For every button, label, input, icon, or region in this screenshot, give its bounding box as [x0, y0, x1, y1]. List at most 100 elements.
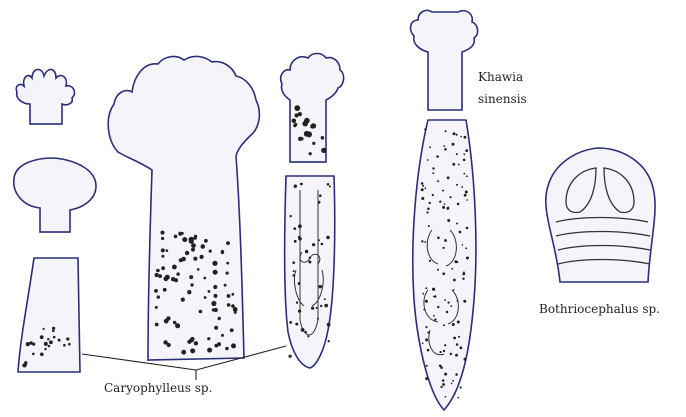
gland-dot	[294, 123, 297, 126]
gland-dot	[32, 353, 35, 356]
gland-dot	[447, 219, 450, 222]
gland-dot	[155, 323, 159, 327]
gland-dot	[289, 355, 292, 358]
gland-dot	[452, 143, 455, 146]
gland-dot	[434, 318, 436, 320]
gland-dot	[47, 338, 49, 340]
gland-dot	[443, 247, 445, 249]
gland-dot	[311, 123, 316, 128]
gland-dot	[442, 190, 444, 192]
gland-dot	[52, 327, 55, 330]
gland-dot	[203, 277, 206, 280]
gland-dot	[453, 132, 456, 135]
gland-dot	[450, 196, 452, 198]
gland-dot	[427, 331, 429, 333]
gland-dot	[459, 231, 462, 234]
gland-dot	[161, 231, 165, 235]
gland-dot	[465, 191, 468, 194]
gland-dot	[317, 318, 319, 320]
gland-dot	[456, 223, 458, 225]
gland-dot	[199, 310, 203, 314]
gland-dot	[319, 285, 322, 288]
gland-dot	[466, 257, 469, 260]
gland-dot	[40, 335, 44, 339]
gland-dot	[25, 364, 28, 367]
gland-dot	[429, 202, 431, 204]
gland-dot	[290, 215, 292, 217]
gland-dot	[453, 337, 456, 340]
gland-dot	[296, 301, 298, 303]
gland-dot	[466, 227, 469, 230]
gland-dot	[454, 260, 457, 263]
gland-dot	[214, 344, 218, 348]
gland-dot	[201, 244, 206, 249]
gland-dot	[463, 173, 465, 175]
gland-dot	[66, 337, 69, 340]
gland-dot	[163, 288, 167, 292]
gland-dot	[456, 153, 458, 155]
gland-dot	[432, 172, 434, 174]
gland-dot	[321, 243, 324, 246]
gland-dot	[48, 345, 51, 348]
gland-dot	[443, 145, 445, 147]
gland-dot	[444, 148, 447, 151]
gland-dot	[455, 354, 458, 357]
gland-dot	[440, 366, 443, 369]
gland-dot	[421, 240, 423, 242]
gland-dot	[445, 130, 447, 132]
gland-dot	[190, 348, 195, 353]
gland-dot	[442, 272, 445, 275]
gland-dot	[154, 289, 158, 293]
gland-dot	[466, 199, 468, 201]
body-lower-piece	[18, 258, 80, 372]
gland-dot	[465, 149, 468, 152]
gland-dot	[227, 294, 231, 298]
gland-dot	[176, 272, 179, 275]
gland-dot	[443, 324, 445, 326]
gland-dot	[447, 176, 450, 179]
gland-dot	[316, 307, 318, 309]
gland-dot	[432, 194, 434, 196]
gland-dot	[425, 287, 427, 289]
gland-dot	[189, 275, 193, 279]
khawia-label: Khawia	[478, 70, 523, 85]
gland-dot	[301, 328, 305, 332]
gland-dot	[207, 337, 210, 340]
gland-dot	[294, 240, 297, 243]
gland-dot	[327, 323, 331, 327]
gland-dot	[194, 341, 198, 345]
gland-dot	[456, 343, 459, 346]
gland-dot	[427, 349, 430, 352]
gland-dot	[458, 164, 460, 166]
gland-dot	[443, 350, 445, 352]
gland-dot	[422, 343, 424, 345]
gland-dot	[175, 323, 180, 328]
gland-dot	[318, 239, 320, 241]
gland-dot	[328, 340, 330, 342]
gland-dot	[295, 323, 298, 326]
gland-dot	[26, 342, 30, 346]
gland-dot	[226, 241, 230, 245]
gland-dot	[161, 255, 164, 258]
gland-dot	[422, 293, 424, 295]
gland-dot	[428, 225, 430, 227]
gland-dot	[436, 155, 439, 158]
gland-dot	[456, 134, 458, 136]
gland-dot	[433, 296, 435, 298]
gland-dot	[463, 153, 465, 155]
gland-dot	[167, 343, 171, 347]
gland-dot	[309, 152, 312, 155]
gland-dot	[457, 321, 460, 324]
gland-dot	[187, 290, 191, 294]
gland-dot	[457, 397, 459, 399]
gland-dot	[461, 186, 463, 188]
gland-dot	[425, 300, 428, 303]
gland-dot	[445, 396, 447, 398]
gland-dot	[189, 237, 194, 242]
gland-dot	[447, 207, 449, 209]
gland-dot	[423, 309, 425, 311]
gland-dot	[457, 300, 459, 302]
gland-dot	[212, 261, 217, 266]
gland-dot	[451, 268, 453, 270]
